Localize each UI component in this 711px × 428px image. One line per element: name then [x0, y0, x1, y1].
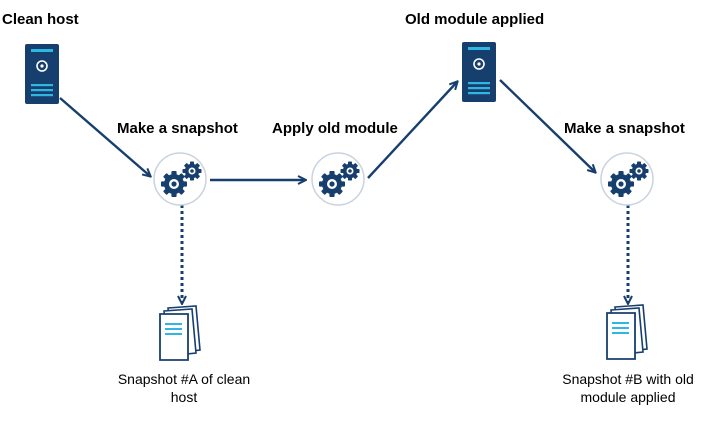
- apply-old-module-label: Apply old module: [272, 120, 398, 137]
- make-snapshot-label-a: Make a snapshot: [117, 120, 238, 137]
- server-icon: [24, 43, 60, 105]
- snapshot-a-caption-line2: host: [170, 389, 198, 405]
- document-stack-icon: [606, 304, 648, 360]
- document-stack-icon: [159, 305, 201, 361]
- arrow-apply-module-to-old-module-host: [367, 82, 457, 179]
- gears-icon: [154, 153, 206, 205]
- arrow-old-module-host-to-snapshot: [499, 79, 595, 172]
- snapshot-a-caption-line1: Snapshot #A of clean: [117, 371, 251, 387]
- old-module-applied-label: Old module applied: [405, 11, 545, 28]
- snapshot-a-caption: Snapshot #A of clean host: [94, 370, 274, 406]
- server-icon: [461, 41, 497, 103]
- gears-icon: [601, 153, 653, 205]
- clean-host-label: Clean host: [2, 11, 79, 28]
- snapshot-b-caption: Snapshot #B with old module applied: [538, 370, 711, 406]
- arrow-clean-host-to-snapshot: [59, 97, 150, 176]
- snapshot-b-caption-line1: Snapshot #B with old: [562, 371, 694, 387]
- gears-icon: [312, 153, 364, 205]
- snapshot-b-caption-line2: module applied: [580, 389, 676, 405]
- make-snapshot-label-b: Make a snapshot: [564, 120, 685, 137]
